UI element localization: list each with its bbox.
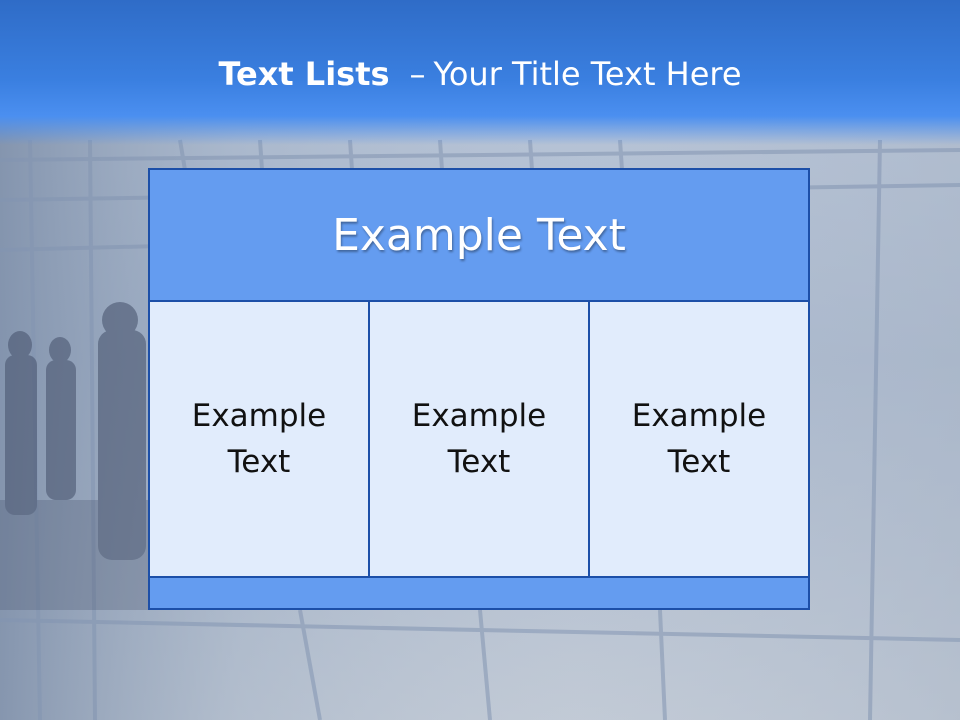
title-bar: [0, 0, 960, 145]
table-column-1: Example Text: [150, 302, 370, 576]
column-3-line-1: Example: [631, 398, 767, 434]
table-column-3: Example Text: [590, 302, 808, 576]
title-rest: Your Title Text Here: [433, 55, 742, 93]
title-separator: –: [409, 55, 426, 93]
slide-title: Text Lists–Your Title Text Here: [0, 52, 960, 96]
column-3-line-2: Text: [667, 444, 731, 480]
table-footer-band: [150, 576, 808, 608]
table-column-2: Example Text: [370, 302, 590, 576]
title-bold-part: Text Lists: [218, 55, 390, 93]
column-1-line-1: Example: [191, 398, 327, 434]
column-1-line-2: Text: [227, 444, 291, 480]
table-header: Example Text: [150, 170, 808, 302]
column-2-line-1: Example: [411, 398, 547, 434]
column-2-line-2: Text: [447, 444, 511, 480]
text-list-table: Example Text Example Text Example Text E…: [148, 168, 810, 610]
table-header-text: Example Text: [332, 209, 626, 261]
